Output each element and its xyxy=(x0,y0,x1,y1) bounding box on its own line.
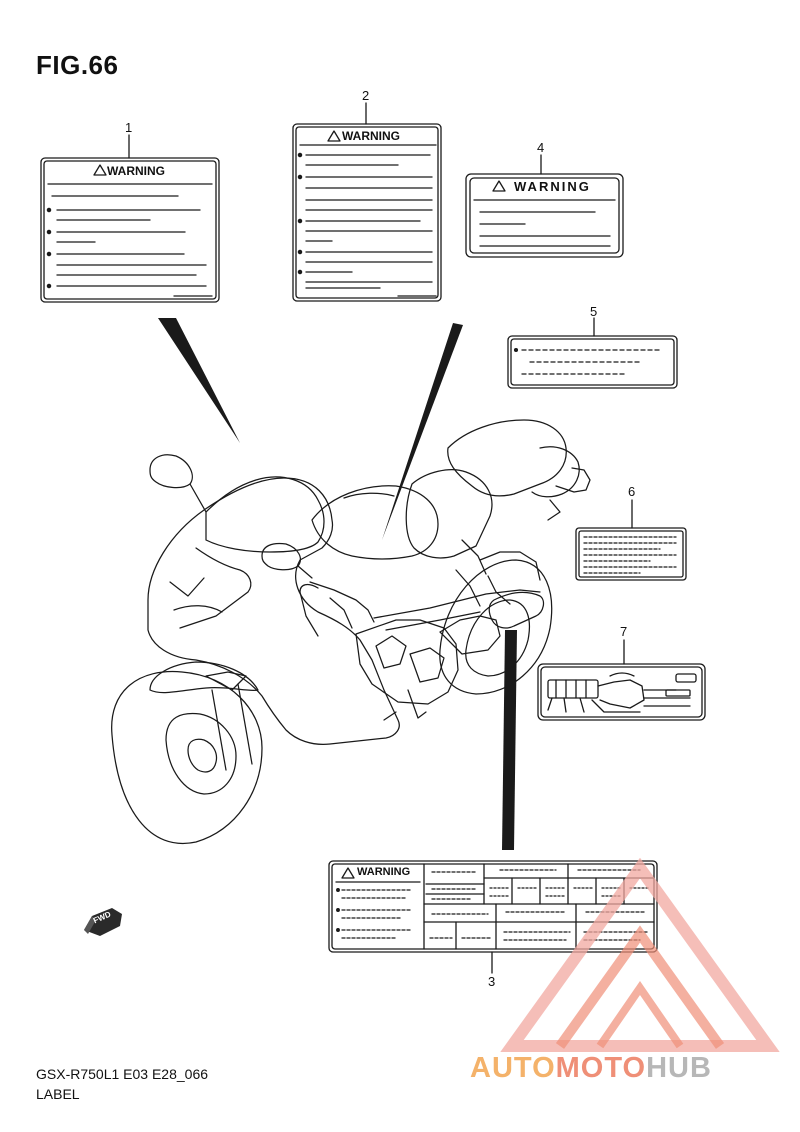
forward-arrow-icon xyxy=(84,908,122,936)
figure-name: LABEL xyxy=(36,1086,80,1102)
watermark-text: AUTOMOTOHUB xyxy=(470,1052,712,1085)
watermark-logo-icon xyxy=(500,857,780,1052)
callout-4: 4 xyxy=(537,140,545,155)
label-2-warning-sticker xyxy=(292,123,442,302)
label-2-warning-text: WARNING xyxy=(342,129,400,143)
watermark-part-3: HUB xyxy=(646,1052,712,1084)
figure-title: FIG.66 xyxy=(36,50,119,80)
leader-wedge-1 xyxy=(158,318,240,443)
label-4-warning-sticker xyxy=(465,173,624,258)
callout-5: 5 xyxy=(590,304,598,319)
label-3-warning-text: WARNING xyxy=(357,866,411,878)
watermark-part-2: MOTO xyxy=(555,1052,647,1084)
callout-6: 6 xyxy=(628,484,636,499)
label-1-warning-text: WARNING xyxy=(107,164,165,178)
label-7-sticker xyxy=(537,663,706,721)
callout-7: 7 xyxy=(620,624,628,639)
label-4-warning-text: WARNING xyxy=(514,179,591,194)
callout-3: 3 xyxy=(488,974,496,989)
model-code: GSX-R750L1 E03 E28_066 xyxy=(36,1066,209,1082)
label-5-sticker xyxy=(507,335,678,389)
watermark-part-1: AUTO xyxy=(470,1052,556,1084)
label-6-sticker xyxy=(575,527,687,581)
motorcycle-outline xyxy=(111,419,591,844)
callout-1: 1 xyxy=(125,120,133,135)
leader-wedge-2 xyxy=(382,323,463,540)
callout-2: 2 xyxy=(362,88,370,103)
leader-wedge-3 xyxy=(502,630,517,850)
label-1-warning-sticker xyxy=(40,157,220,303)
